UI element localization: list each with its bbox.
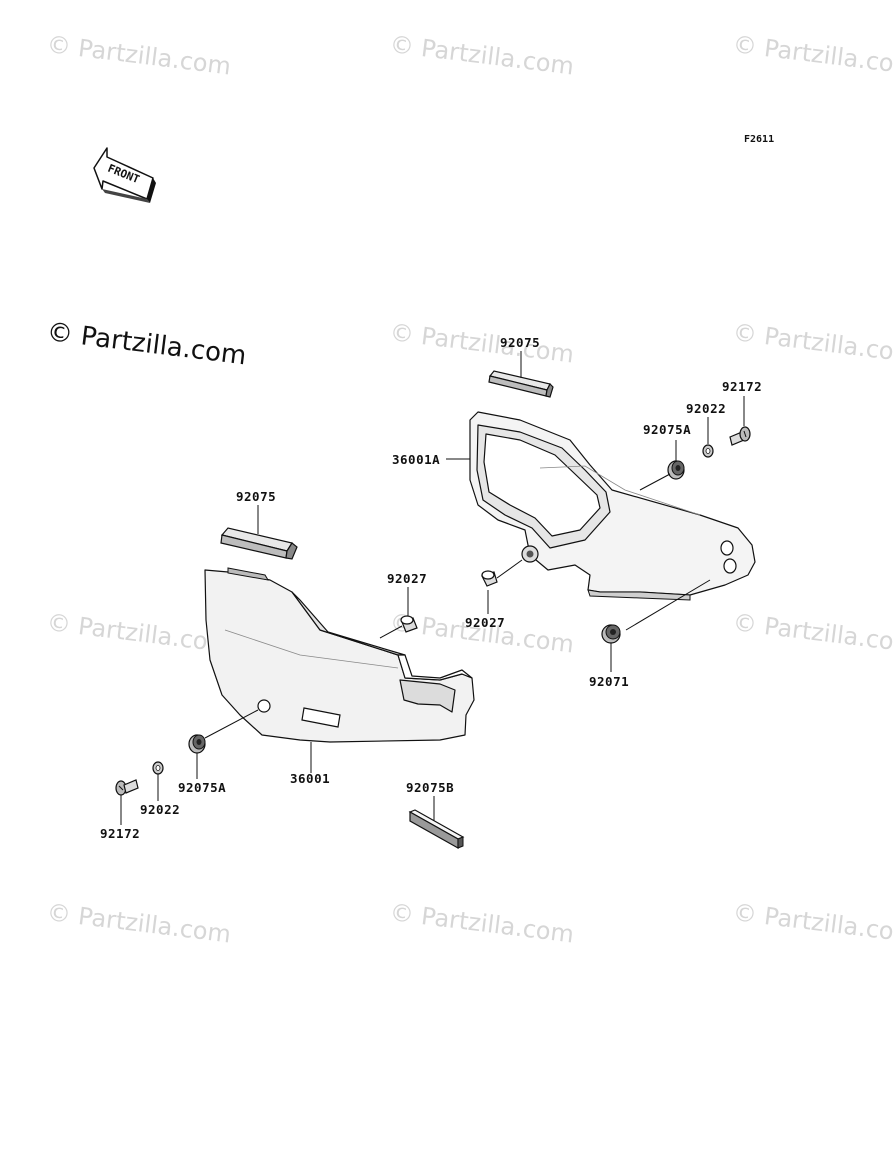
watermark: © Partzilla.com [731, 608, 894, 658]
part-label[interactable]: 92022 [140, 802, 180, 817]
watermark: © Partzilla.com [388, 898, 575, 948]
part-label[interactable]: 92022 [686, 401, 726, 416]
part-label[interactable]: 92172 [100, 826, 140, 841]
watermark: © Partzilla.com [45, 608, 232, 658]
part-label[interactable]: 92172 [722, 379, 762, 394]
part-label[interactable]: 92075 [500, 335, 540, 350]
washer-92022-right [702, 444, 714, 458]
watermark: © Partzilla.com [388, 318, 575, 368]
part-labels: 92075 92172 92022 92075A 36001A 92027 92… [100, 335, 762, 841]
part-label[interactable]: 92075 [236, 489, 276, 504]
grommet-92075A-right [667, 460, 685, 480]
part-label[interactable]: 92075A [643, 422, 691, 437]
part-label[interactable]: 36001A [392, 452, 440, 467]
pad-92075B [408, 809, 465, 850]
side-cover-right [469, 411, 756, 601]
bolt-92172-left [115, 779, 139, 796]
collar-92027-right [481, 570, 498, 587]
leader-lines [120, 351, 745, 825]
watermark: © Partzilla.com [731, 898, 894, 948]
collar-92027-left [400, 615, 418, 633]
figure-code: F2611 [744, 134, 774, 145]
watermark: © Partzilla.com [731, 30, 894, 80]
watermark: © Partzilla.com [45, 30, 232, 80]
washer-92022-left [152, 761, 164, 775]
part-label[interactable]: 92027 [465, 615, 505, 630]
watermark: © Partzilla.com [731, 318, 894, 368]
part-label[interactable]: 92027 [387, 571, 427, 586]
rubber-strip-92075-upper [488, 370, 554, 398]
partzilla-watermark: © Partzilla.com [45, 317, 248, 371]
rubber-strip-92075-lower [220, 527, 298, 560]
grommet-92071 [601, 624, 621, 644]
part-label[interactable]: 36001 [290, 771, 330, 786]
side-cover-left [204, 567, 475, 743]
grommet-92075A-left [188, 734, 206, 754]
watermark: © Partzilla.com [45, 898, 232, 948]
bolt-92172-right [729, 426, 751, 446]
front-arrow-icon: FRONT [93, 147, 156, 203]
part-label[interactable]: 92075B [406, 780, 454, 795]
part-label[interactable]: 92075A [178, 780, 226, 795]
watermark: © Partzilla.com [388, 30, 575, 80]
part-label[interactable]: 92071 [589, 674, 629, 689]
